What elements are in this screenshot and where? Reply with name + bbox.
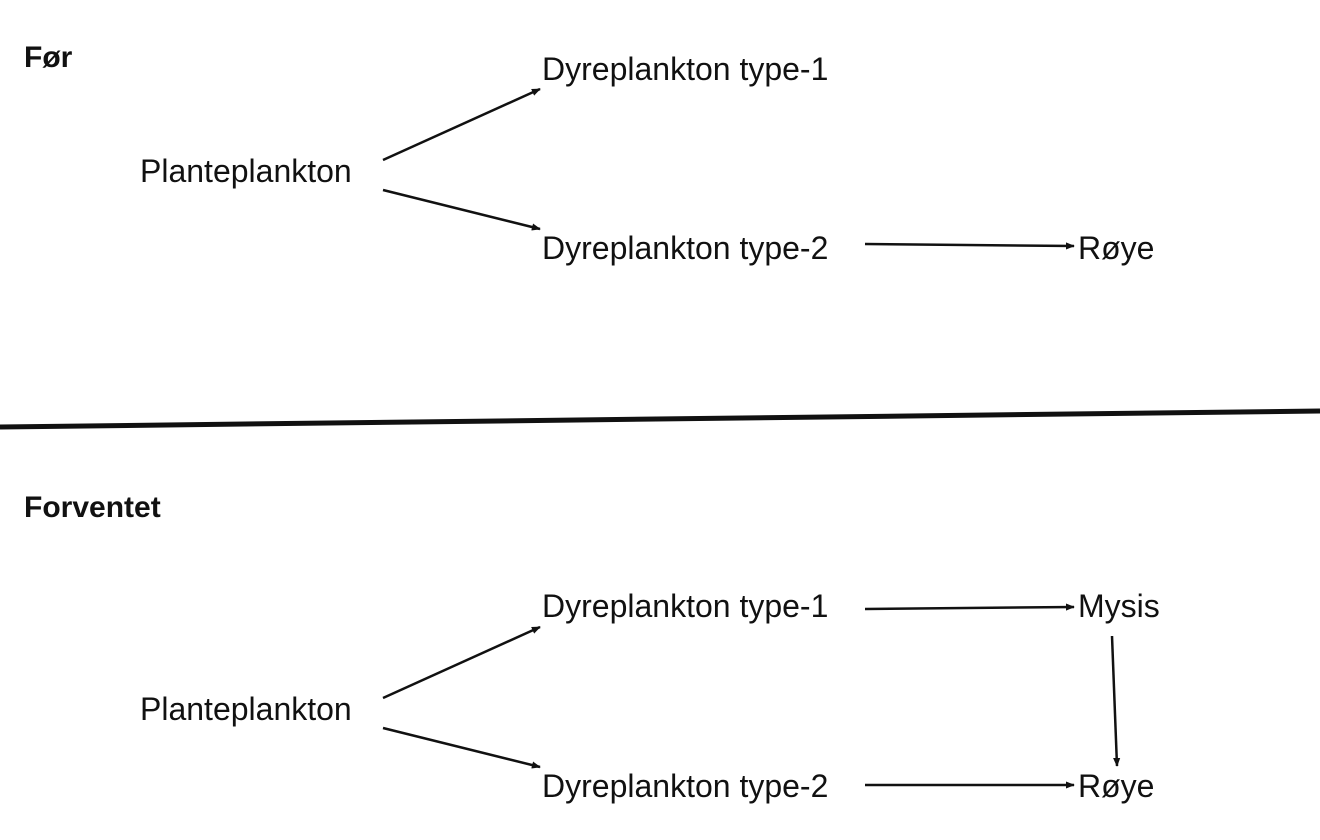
node-before-zooplankton-type-1: Dyreplankton type-1	[542, 51, 828, 87]
edge-expected-phyto-to-zoo1	[382, 625, 541, 700]
section-expected-heading: Forventet	[24, 491, 161, 524]
node-expected-phytoplankton: Planteplankton	[140, 691, 352, 727]
node-expected-zooplankton-type-2: Dyreplankton type-2	[542, 768, 828, 804]
node-expected-mysis: Mysis	[1078, 588, 1160, 624]
edge-before-zoo2-to-char	[864, 242, 1075, 250]
section-before: Før Planteplankton Dyreplankton type-1 D…	[24, 41, 1154, 266]
section-expected: Forventet Planteplankton Dyreplankton ty…	[24, 491, 1160, 804]
node-before-zooplankton-type-2: Dyreplankton type-2	[542, 230, 828, 266]
edge-expected-phyto-to-zoo2	[382, 726, 541, 769]
section-before-heading: Før	[24, 41, 73, 74]
node-before-phytoplankton: Planteplankton	[140, 153, 352, 189]
section-divider	[0, 408, 1320, 430]
edge-expected-zoo1-to-mysis	[864, 603, 1075, 611]
edge-expected-mysis-to-char	[1110, 635, 1121, 767]
node-expected-char: Røye	[1078, 768, 1154, 804]
edge-before-phyto-to-zoo2	[382, 188, 541, 231]
node-expected-zooplankton-type-1: Dyreplankton type-1	[542, 588, 828, 624]
edge-before-phyto-to-zoo1	[382, 87, 541, 162]
node-before-char: Røye	[1078, 230, 1154, 266]
